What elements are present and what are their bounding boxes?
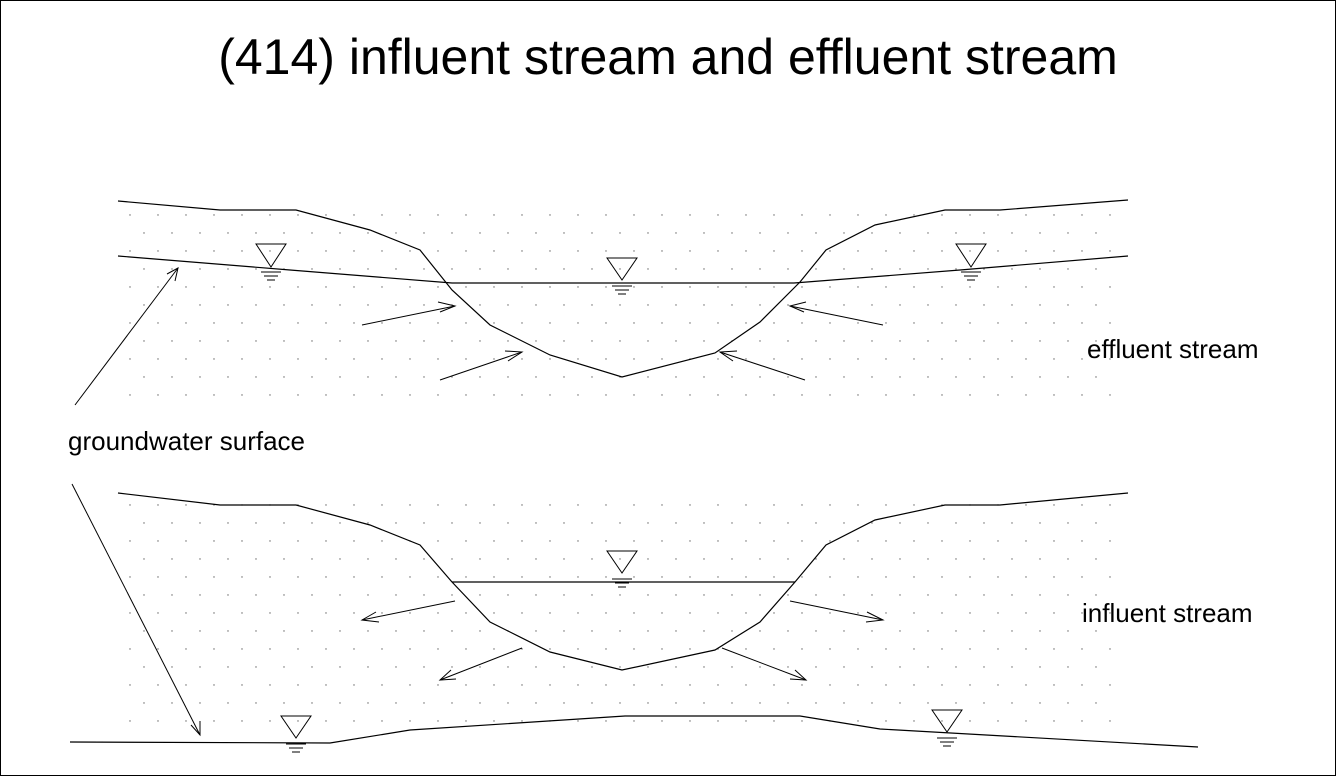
effluent-flow-arrow-upper-right [788, 301, 884, 326]
influent-water-level-symbol-right [931, 709, 963, 747]
influent-flow-arrow-upper-left [360, 600, 456, 623]
groundwater-leader-upper [74, 267, 179, 406]
influent-stream-label: influent stream [1082, 598, 1253, 628]
effluent-section [117, 199, 1129, 381]
effluent-ground-surface-left [117, 199, 1129, 378]
influent-water-level-symbol-center [606, 550, 638, 588]
effluent-stream-label: effluent stream [1087, 334, 1259, 364]
effluent-flow-arrow-lower-right [718, 350, 806, 381]
groundwater-surface-label: groundwater surface [68, 426, 306, 456]
groundwater-leader-lower [71, 483, 201, 737]
effluent-water-level-symbol-right [955, 243, 987, 281]
influent-water-level-symbol-left [280, 715, 312, 753]
influent-ground-surface [117, 492, 1129, 671]
effluent-water-level-symbol-center [606, 257, 638, 295]
effluent-flow-arrow-lower-left [439, 350, 524, 381]
influent-groundwater-surface [69, 715, 1199, 748]
influent-flow-arrow-lower-right [721, 647, 808, 681]
influent-flow-arrow-upper-right [789, 600, 885, 623]
effluent-flow-arrow-upper-left [361, 301, 457, 326]
diagram-title: (414) influent stream and effluent strea… [218, 29, 1118, 85]
influent-section [69, 492, 1199, 753]
soil-stipple [129, 214, 1111, 722]
effluent-water-level-symbol-left [255, 243, 287, 281]
influent-flow-arrow-lower-left [438, 647, 523, 681]
effluent-groundwater-surface [117, 255, 1129, 284]
